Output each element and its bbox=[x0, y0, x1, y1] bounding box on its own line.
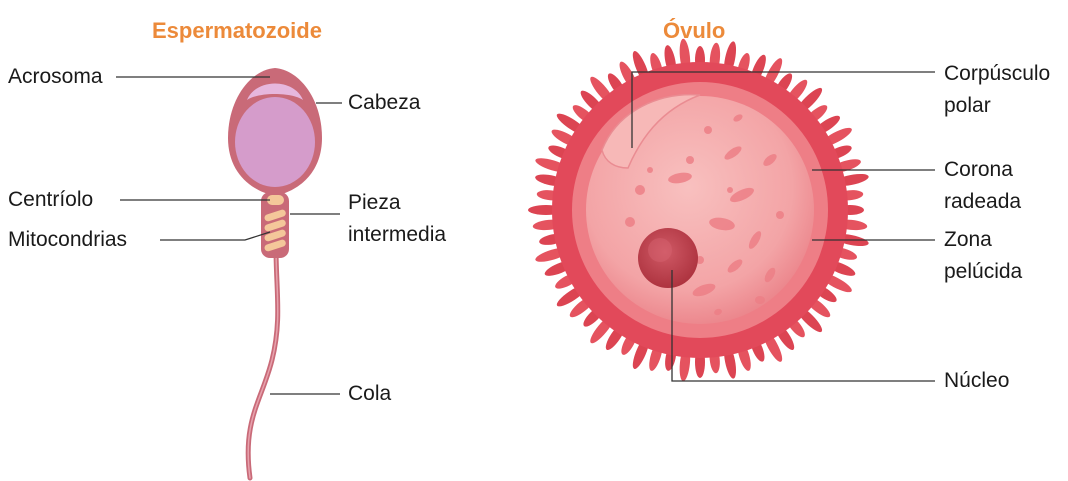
organelle bbox=[647, 167, 653, 173]
sperm-figure bbox=[228, 68, 322, 478]
label-zona-line1: Zona bbox=[944, 224, 1022, 256]
label-zona-pelucida: Zona pelúcida bbox=[944, 224, 1022, 288]
organelle bbox=[727, 187, 733, 193]
organelle bbox=[635, 185, 645, 195]
label-centriolo: Centríolo bbox=[8, 184, 93, 216]
label-cabeza: Cabeza bbox=[348, 87, 420, 119]
label-mitocondrias: Mitocondrias bbox=[8, 224, 127, 256]
sperm-tail bbox=[248, 248, 278, 478]
label-corpusculo-polar: Corpúsculo polar bbox=[944, 58, 1050, 122]
label-pieza-line1: Pieza bbox=[348, 187, 446, 219]
label-pieza-line2: intermedia bbox=[348, 219, 446, 251]
label-corona-radeada: Corona radeada bbox=[944, 154, 1021, 218]
organelle bbox=[625, 217, 635, 227]
organelle bbox=[776, 211, 784, 219]
organelle bbox=[755, 296, 765, 304]
label-corona-line1: Corona bbox=[944, 154, 1021, 186]
organelle bbox=[704, 126, 712, 134]
organelle bbox=[686, 156, 694, 164]
ovum-figure bbox=[528, 38, 870, 381]
label-corona-line2: radeada bbox=[944, 186, 1021, 218]
label-zona-line2: pelúcida bbox=[944, 256, 1022, 288]
sperm-nucleus bbox=[235, 97, 315, 187]
label-pieza-intermedia: Pieza intermedia bbox=[348, 187, 446, 251]
label-corpusculo-line2: polar bbox=[944, 90, 1050, 122]
label-corpusculo-line1: Corpúsculo bbox=[944, 58, 1050, 90]
label-cola: Cola bbox=[348, 378, 391, 410]
label-acrosoma: Acrosoma bbox=[8, 61, 103, 93]
label-nucleo: Núcleo bbox=[944, 365, 1009, 397]
